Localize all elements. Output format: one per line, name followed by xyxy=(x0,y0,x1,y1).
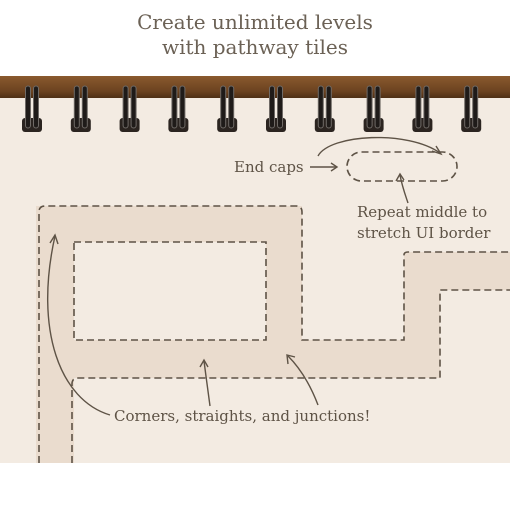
spiral-ring xyxy=(412,85,433,132)
spiral-ring xyxy=(119,85,140,132)
pathway-left-leg xyxy=(36,340,74,463)
headline: Create unlimited levels with pathway til… xyxy=(0,10,510,60)
pathway-fill xyxy=(36,206,510,463)
spiral-ring xyxy=(461,85,482,132)
spiral-ring xyxy=(70,85,91,132)
headline-line-1: Create unlimited levels xyxy=(137,10,373,34)
label-corners: Corners, straights, and junctions! xyxy=(114,407,371,425)
label-repeat-line-1: Repeat middle to xyxy=(357,203,488,221)
label-repeat-line-2: stretch UI border xyxy=(357,224,491,242)
spiral-ring xyxy=(266,85,286,132)
annotation-arrows xyxy=(47,136,443,416)
spiral-ring xyxy=(363,85,384,132)
pathway-loop xyxy=(36,206,302,378)
spiral-ring xyxy=(22,85,42,132)
spiral-ring xyxy=(217,85,238,132)
arrow-repeat-middle xyxy=(399,174,409,204)
pathway-right-extension xyxy=(266,252,510,378)
spiral-rings xyxy=(22,85,482,132)
dashed-outer-border xyxy=(38,205,510,463)
label-repeat-middle: Repeat middle to stretch UI border xyxy=(357,202,490,244)
pathway-dashed-borders xyxy=(38,205,510,463)
dashed-lower-border xyxy=(71,289,510,463)
arrow-corners-junction xyxy=(287,355,319,406)
dashed-inner-loop-border xyxy=(73,241,267,341)
headline-line-2: with pathway tiles xyxy=(161,35,349,59)
arrow-corners-middle xyxy=(203,360,211,407)
arrow-end-caps-curve xyxy=(317,136,441,157)
spiral-ring xyxy=(314,85,335,132)
label-end-caps: End caps xyxy=(234,158,304,176)
arrow-corners-left xyxy=(47,235,111,416)
spiral-ring xyxy=(168,85,189,132)
